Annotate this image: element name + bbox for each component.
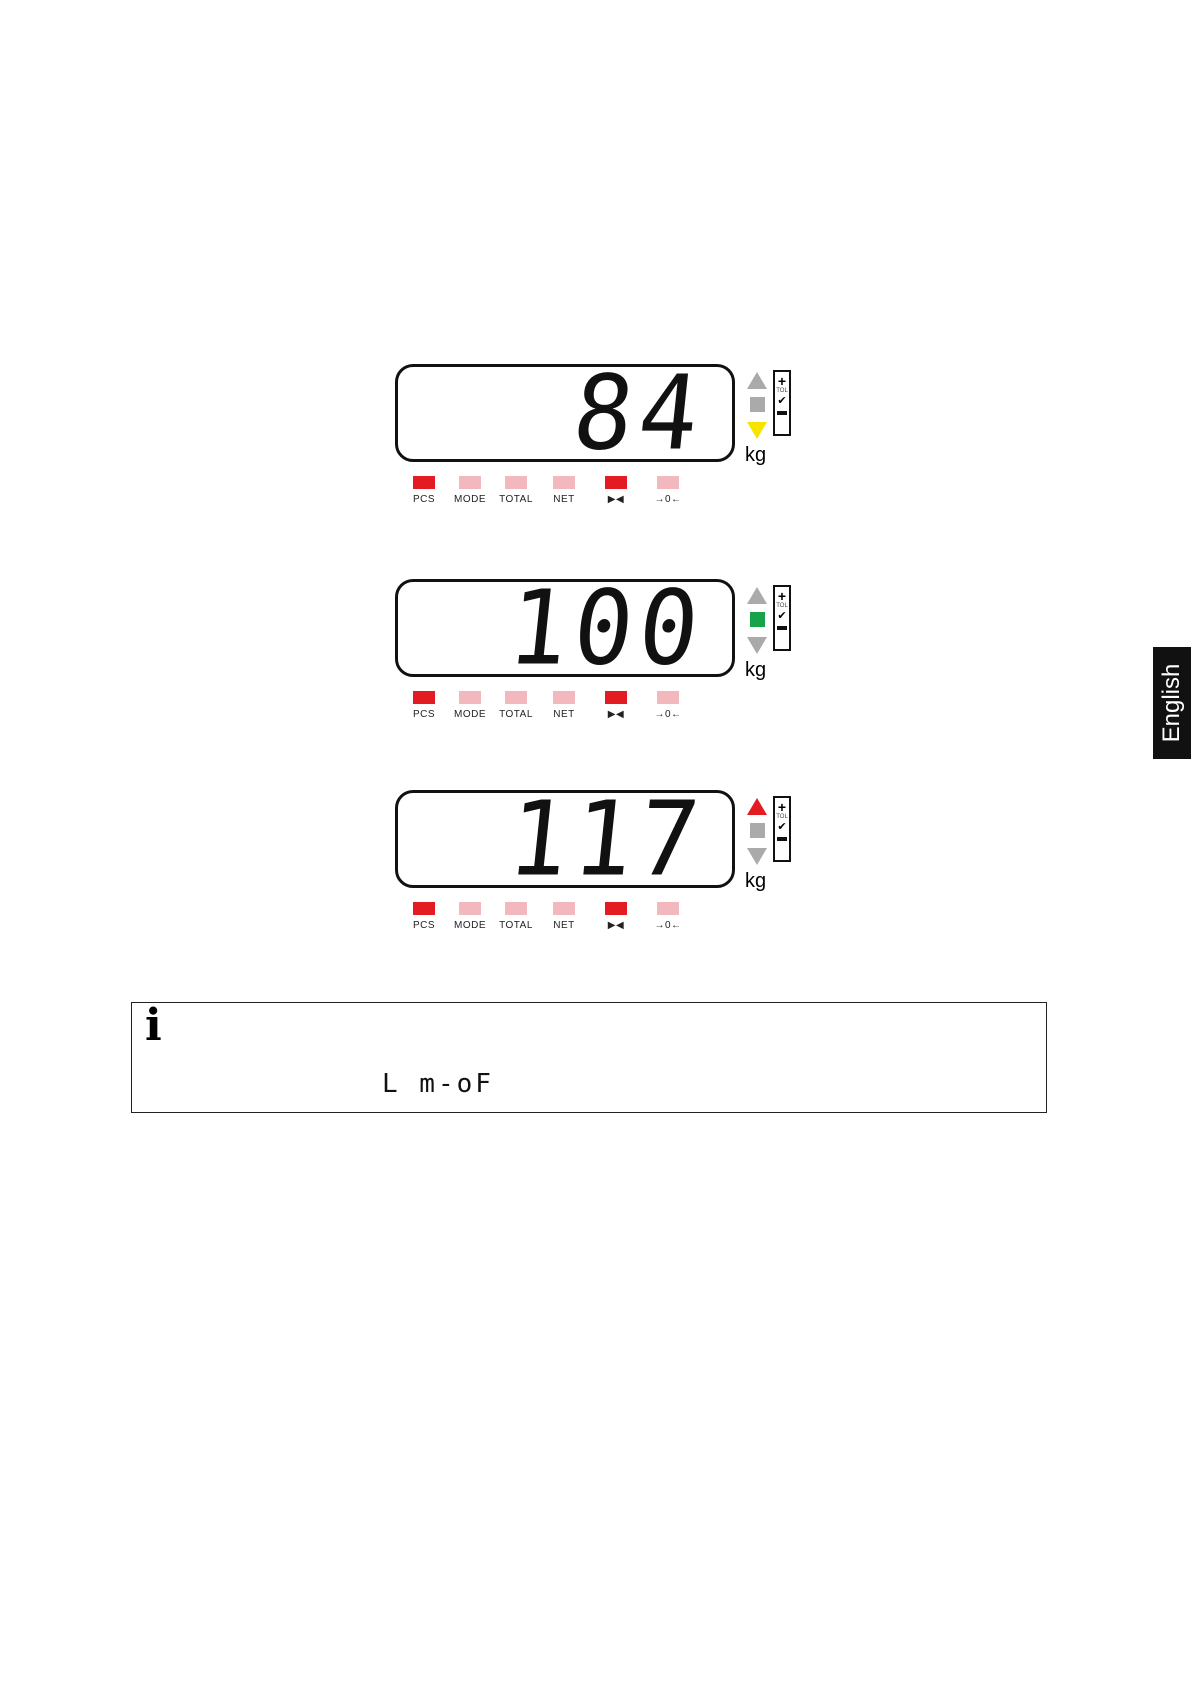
lcd-screen: 100 — [395, 579, 735, 677]
language-tab-label: English — [1158, 664, 1186, 743]
language-tab: English — [1153, 647, 1191, 759]
led-zero — [657, 691, 679, 704]
led-pcs — [413, 691, 435, 704]
tolerance-under-arrow-icon — [747, 848, 767, 865]
unit-label: kg — [745, 659, 766, 682]
zero-icon: →0← — [638, 709, 698, 720]
info-note-box: i L m-oF — [131, 1002, 1047, 1113]
minus-icon — [777, 411, 787, 415]
led-pcs — [413, 476, 435, 489]
tolerance-under-arrow-icon — [747, 422, 767, 439]
tolerance-ok-square-icon — [750, 823, 765, 838]
led-label-net: NET — [534, 920, 594, 931]
zero-icon: →0← — [638, 494, 698, 505]
scale-display-1: 84 + TOL ✔ kg PCS MODE TOTAL NET ▶◀ →0← — [395, 364, 815, 524]
led-total — [505, 476, 527, 489]
tolerance-label-bar: + TOL ✔ — [773, 585, 791, 651]
minus-icon — [777, 626, 787, 630]
zero-icon: →0← — [638, 920, 698, 931]
weight-readout: 100 — [504, 582, 709, 677]
led-mode — [459, 691, 481, 704]
status-led-row: PCS MODE TOTAL NET ▶◀ →0← — [413, 902, 733, 942]
led-zero — [657, 476, 679, 489]
tolerance-label-bar: + TOL ✔ — [773, 370, 791, 436]
minus-icon — [777, 837, 787, 841]
lcd-screen: 84 — [395, 364, 735, 462]
display-code: L m-oF — [382, 1069, 494, 1099]
tolerance-over-arrow-icon — [747, 587, 767, 604]
led-stable — [605, 476, 627, 489]
info-icon: i — [145, 1004, 162, 1048]
led-mode — [459, 902, 481, 915]
led-label-net: NET — [534, 709, 594, 720]
led-stable — [605, 691, 627, 704]
led-stable — [605, 902, 627, 915]
led-total — [505, 902, 527, 915]
led-net — [553, 902, 575, 915]
tolerance-over-arrow-icon — [747, 372, 767, 389]
stable-icon: ▶◀ — [586, 920, 646, 931]
led-net — [553, 691, 575, 704]
scale-display-2: 100 + TOL ✔ kg PCS MODE TOTAL NET ▶◀ →0← — [395, 579, 815, 739]
led-mode — [459, 476, 481, 489]
led-net — [553, 476, 575, 489]
led-label-net: NET — [534, 494, 594, 505]
lcd-screen: 117 — [395, 790, 735, 888]
status-led-row: PCS MODE TOTAL NET ▶◀ →0← — [413, 476, 733, 516]
stable-icon: ▶◀ — [586, 709, 646, 720]
led-pcs — [413, 902, 435, 915]
tolerance-ok-square-icon — [750, 397, 765, 412]
led-total — [505, 691, 527, 704]
tolerance-label-bar: + TOL ✔ — [773, 796, 791, 862]
status-led-row: PCS MODE TOTAL NET ▶◀ →0← — [413, 691, 733, 731]
unit-label: kg — [745, 444, 766, 467]
weight-readout: 84 — [569, 367, 709, 462]
led-zero — [657, 902, 679, 915]
scale-display-3: 117 + TOL ✔ kg PCS MODE TOTAL NET ▶◀ →0← — [395, 790, 815, 950]
tolerance-over-arrow-icon — [747, 798, 767, 815]
unit-label: kg — [745, 870, 766, 893]
tolerance-ok-square-icon — [750, 612, 765, 627]
tolerance-under-arrow-icon — [747, 637, 767, 654]
stable-icon: ▶◀ — [586, 494, 646, 505]
weight-readout: 117 — [504, 793, 709, 888]
